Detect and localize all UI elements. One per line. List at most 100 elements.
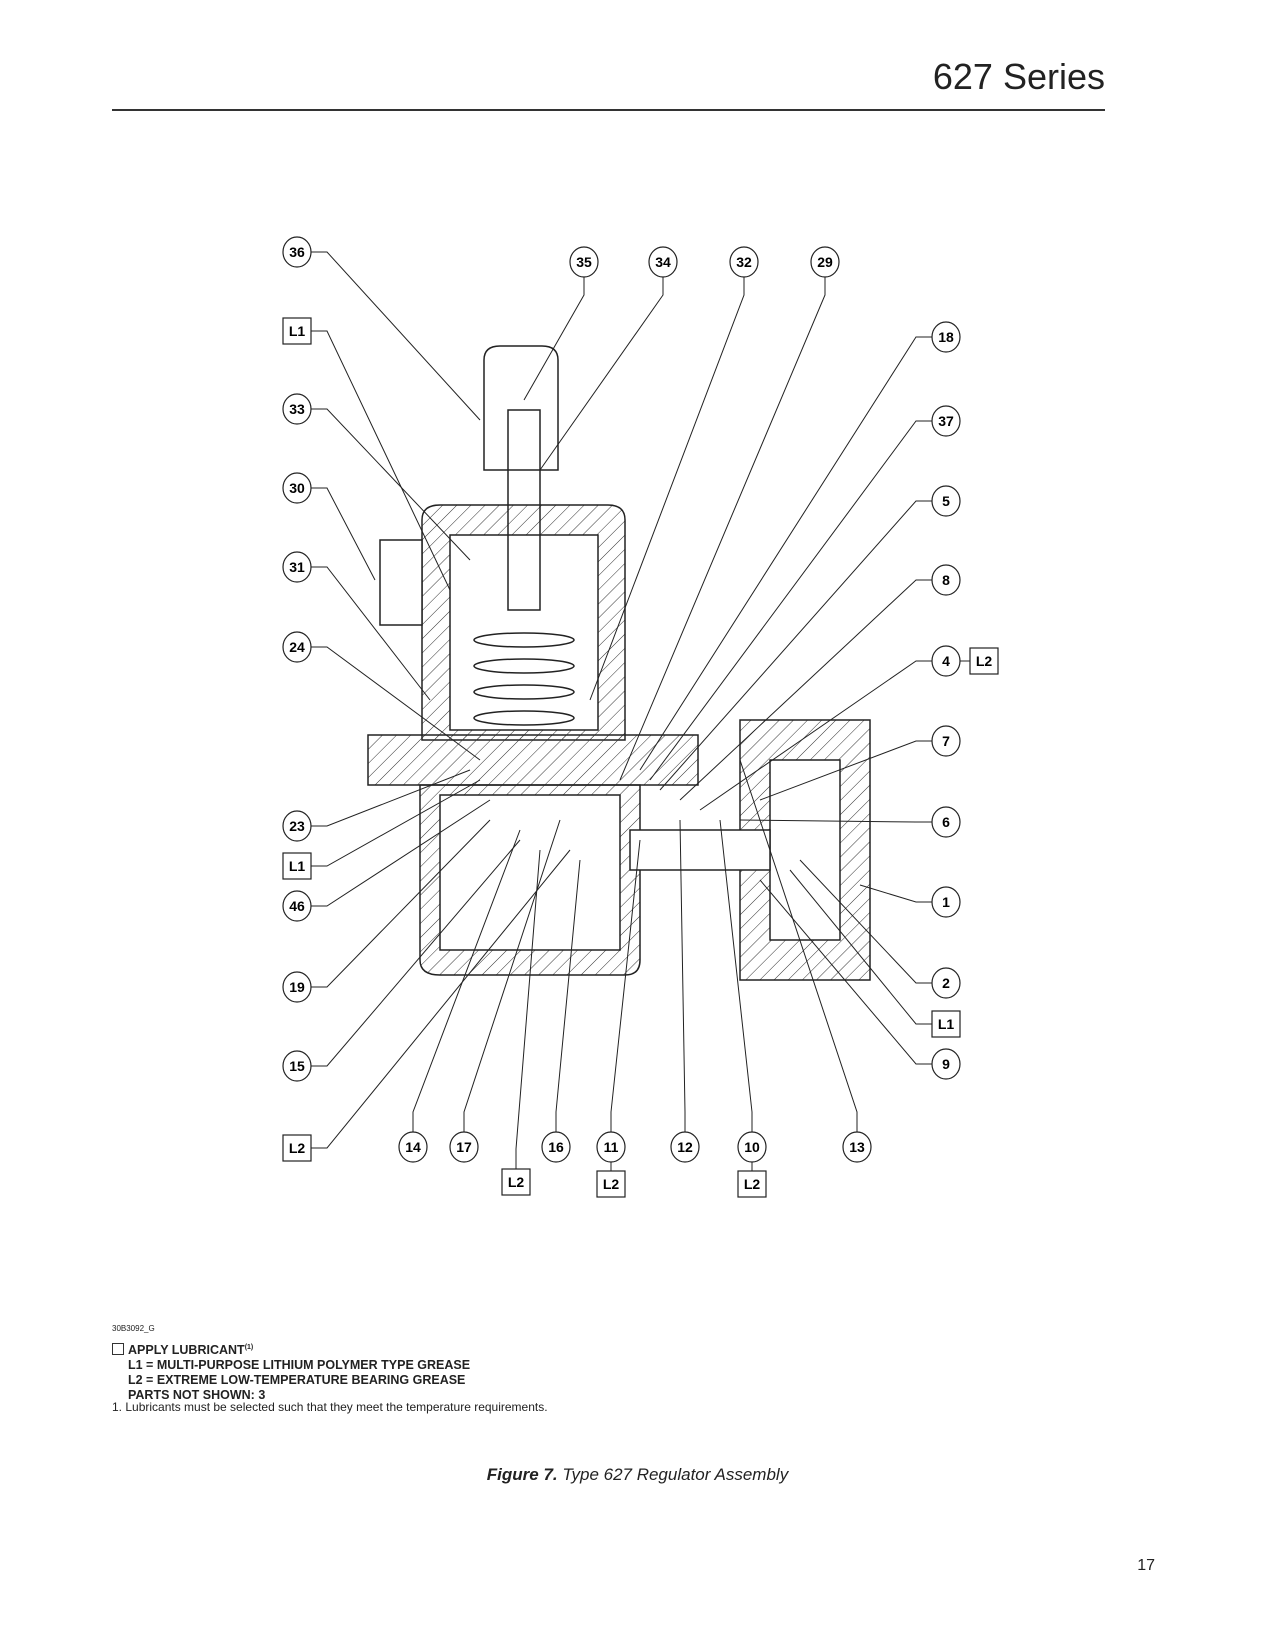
callout-label: 33 [289, 401, 305, 417]
leader-line [463, 819, 561, 1132]
callout-label: 7 [942, 733, 950, 749]
leader-line [619, 277, 826, 781]
leader-line [639, 336, 932, 771]
callout-bottom-6: 10 [737, 1131, 767, 1163]
callout-label: L2 [289, 1140, 306, 1156]
callout-label: 2 [942, 975, 950, 991]
figure-caption-text: Type 627 Regulator Assembly [557, 1465, 789, 1484]
callout-label: 18 [938, 329, 954, 345]
callout-label: 11 [604, 1139, 619, 1155]
callout-label: 30 [289, 480, 305, 496]
leader-line [311, 839, 521, 1067]
callout-label: L2 [508, 1174, 525, 1190]
callout-top-3: 29 [810, 246, 840, 278]
callout-label: L2 [744, 1176, 761, 1192]
callout-label: 19 [289, 979, 305, 995]
callout-right-4: 4 [931, 645, 961, 677]
leader-line [311, 779, 481, 867]
leader-line [699, 660, 932, 811]
leader-line [659, 500, 932, 791]
leader-line [311, 799, 491, 907]
leader-line [311, 646, 481, 761]
leader-line [799, 859, 932, 984]
callout-label: 17 [456, 1139, 472, 1155]
callout-label: 46 [289, 898, 305, 914]
leader-line [789, 869, 932, 1025]
leader-line [412, 829, 521, 1132]
callout-right-extra: L2 [969, 647, 999, 675]
callout-label: 13 [849, 1139, 865, 1155]
callout-label: L2 [603, 1176, 620, 1192]
callout-label: 29 [817, 254, 833, 270]
callout-bottom-0: 14 [398, 1131, 428, 1163]
callout-right-2: 5 [931, 485, 961, 517]
callout-right-8: 2 [931, 967, 961, 999]
page-number: 17 [1137, 1557, 1155, 1574]
leader-line [555, 859, 581, 1132]
callout-left-0: 36 [282, 236, 312, 268]
callout-label: 31 [289, 559, 305, 575]
callout-label: L1 [289, 323, 306, 339]
callout-label: 36 [289, 244, 305, 260]
leader-line [311, 849, 571, 1149]
callout-label: 4 [942, 653, 950, 669]
leader-line [311, 769, 471, 827]
callout-left-4: 31 [282, 551, 312, 583]
callout-bottom-2: L2 [501, 1168, 531, 1196]
callout-left-8: 46 [282, 890, 312, 922]
figure-caption: Figure 7. Type 627 Regulator Assembly [0, 1465, 1275, 1485]
callout-label: 35 [576, 254, 592, 270]
callout-left-6: 23 [282, 810, 312, 842]
callout-bottom-3: 16 [541, 1131, 571, 1163]
leader-line [523, 277, 585, 401]
callout-top-2: 32 [729, 246, 759, 278]
callout-left-7: L1 [282, 852, 312, 880]
figure-caption-label: Figure 7. [486, 1465, 558, 1484]
callout-label: 10 [744, 1139, 760, 1155]
callout-right-5: 7 [931, 725, 961, 757]
callout-right-1: 37 [931, 405, 961, 437]
leader-line [311, 330, 451, 591]
leader-line [759, 879, 932, 1065]
callout-left-11: L2 [282, 1134, 312, 1162]
callout-label: L1 [938, 1016, 955, 1032]
callout-label: 1 [942, 894, 950, 910]
callout-bottom-sub-0: L2 [596, 1170, 626, 1198]
page-header-title: 627 Series [932, 56, 1105, 97]
leader-line [589, 277, 745, 701]
callout-right-3: 8 [931, 564, 961, 596]
callout-label: 16 [548, 1139, 564, 1155]
leader-line [649, 420, 932, 781]
legend-line-l1: L1 = MULTI-PURPOSE LITHIUM POLYMER TYPE … [128, 1358, 471, 1373]
leader-line [739, 819, 932, 823]
leader-line [739, 759, 858, 1132]
callout-label: 12 [677, 1139, 693, 1155]
leader-line [539, 277, 664, 471]
callout-label: 6 [942, 814, 950, 830]
callout-label: 23 [289, 818, 305, 834]
callout-top-0: 35 [569, 246, 599, 278]
callout-label: 15 [289, 1058, 305, 1074]
leader-line [610, 839, 641, 1132]
legend-parts-not-shown: PARTS NOT SHOWN: 3 [128, 1388, 266, 1403]
leader-line [311, 566, 431, 701]
leader-line [311, 487, 376, 581]
leader-lines [311, 251, 970, 1171]
callout-left-2: 33 [282, 393, 312, 425]
callout-label: L2 [976, 653, 993, 669]
callout-bottom-4: 11 [596, 1131, 626, 1163]
callout-left-3: 30 [282, 472, 312, 504]
drawing-code: 30B3092_G [112, 1324, 155, 1333]
legend-title-note: (1) [244, 1344, 254, 1351]
leader-line [859, 884, 932, 903]
header-rule [112, 109, 1105, 111]
callout-label: 8 [942, 572, 950, 588]
callout-label: 5 [942, 493, 950, 509]
callout-bottom-5: 12 [670, 1131, 700, 1163]
callout-label: 24 [289, 639, 305, 655]
callout-left-10: 15 [282, 1050, 312, 1082]
callout-left-1: L1 [282, 317, 312, 345]
callout-right-0: 18 [931, 321, 961, 353]
callout-left-9: 19 [282, 971, 312, 1003]
